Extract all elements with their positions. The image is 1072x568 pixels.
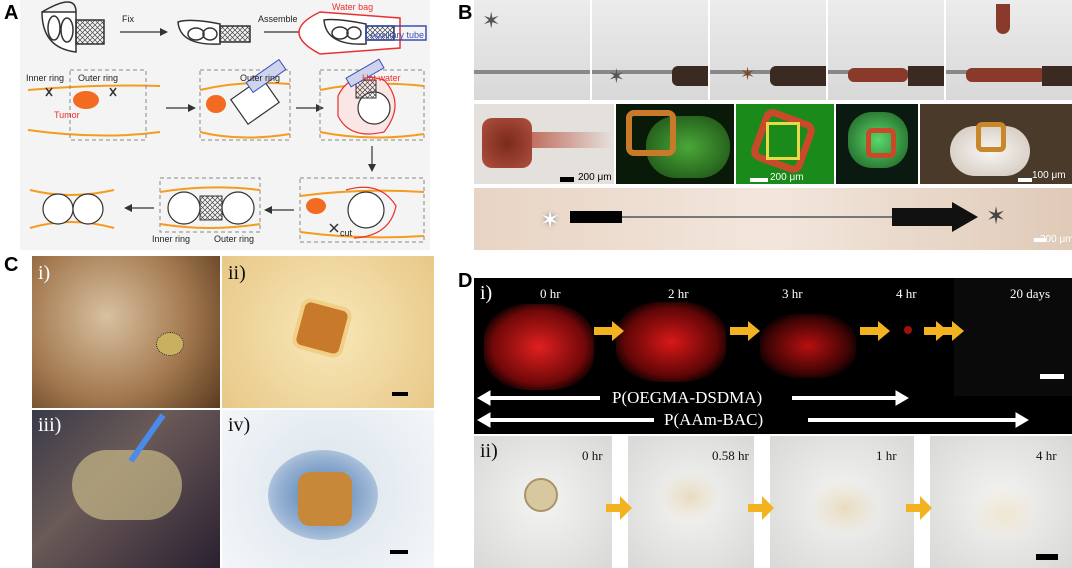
panel-a-letter: A [4,2,19,24]
inner-ring-label: Inner ring [26,73,65,83]
d-time-i-2: 3 hr [782,286,803,301]
c-photo-iv [222,410,434,568]
d-ii-frame-2 [628,436,754,568]
b-mid-2 [616,104,734,184]
panel-b-letter: B [458,2,473,24]
d-time-i-1: 2 hr [668,286,689,301]
d-sub-i: i) [480,282,493,304]
device-fixed [177,19,251,45]
d-polymer-1: P(OEGMA-DSDMA) [612,388,763,407]
c-sub-iv: iv) [228,414,251,436]
middle-row [27,58,425,141]
b-frame-4 [828,0,944,100]
b-scale-4: 200 μm [1040,234,1072,245]
c-sub-ii: ii) [228,262,246,284]
b-mid-1 [474,104,614,184]
cut-label: cut [340,228,353,238]
d-time-ii-3: 4 hr [1036,448,1057,463]
d-ii-arrows [606,496,932,520]
d-time-ii-0: 0 hr [582,448,603,463]
c-sub-iii: iii) [38,414,62,436]
b-frame-1: ✶ [474,0,590,100]
d-polymer-2: P(AAm-BAC) [664,410,764,429]
panel-a-diagram [20,0,430,250]
b-bottom-frame: ✶ ✶ [474,188,1072,250]
hot-water-label: Hot water [362,73,401,83]
b-mid-3 [736,104,834,184]
b-frame-3: ✶ [710,0,826,100]
d-ii-frame-1 [474,436,612,568]
tumor-label: Tumor [54,110,80,120]
c-photo-i [32,256,220,408]
outer-ring-label-2: Outer ring [240,73,281,83]
c-sub-i: i) [38,262,51,284]
d-ii-frame-3 [770,436,914,568]
assemble-label: Assemble [258,14,298,24]
c-photo-iii [32,410,220,568]
fix-label: Fix [122,14,134,24]
d-sub-ii: ii) [480,440,498,462]
d-ii-frame-4 [930,436,1072,568]
device-assembled [298,11,427,55]
panel-d-letter: D [458,270,473,292]
b-scale-2: 200 μm [770,172,804,183]
d-time-ii-2: 1 hr [876,448,897,463]
b-scale-3: 100 μm [1032,170,1066,181]
panel-c-letter: C [4,254,19,276]
bottom-outer-label: Outer ring [214,234,255,244]
water-bag-label: Water bag [332,2,374,12]
b-mid-5 [920,104,1072,184]
d-time-i-4: 20 days [1010,286,1051,301]
d-time-i-3: 4 hr [896,286,917,301]
b-mid-4 [836,104,918,184]
b-frame-2: ✶ [592,0,708,100]
d-time-ii-1: 0.58 hr [712,448,749,463]
outer-ring-label: Outer ring [78,73,119,83]
bottom-row [29,177,425,243]
c-photo-ii [222,256,434,408]
d-i-overlay [477,321,1029,428]
b-scale-1: 200 μm [578,172,612,183]
device-open [41,1,105,53]
auxiliary-tube-label: Auxiliary tube [370,30,425,40]
d-i-strip [474,278,1072,434]
d-time-i-0: 0 hr [540,286,561,301]
bottom-inner-label: Inner ring [152,234,191,244]
b-frame-5 [946,0,1072,100]
